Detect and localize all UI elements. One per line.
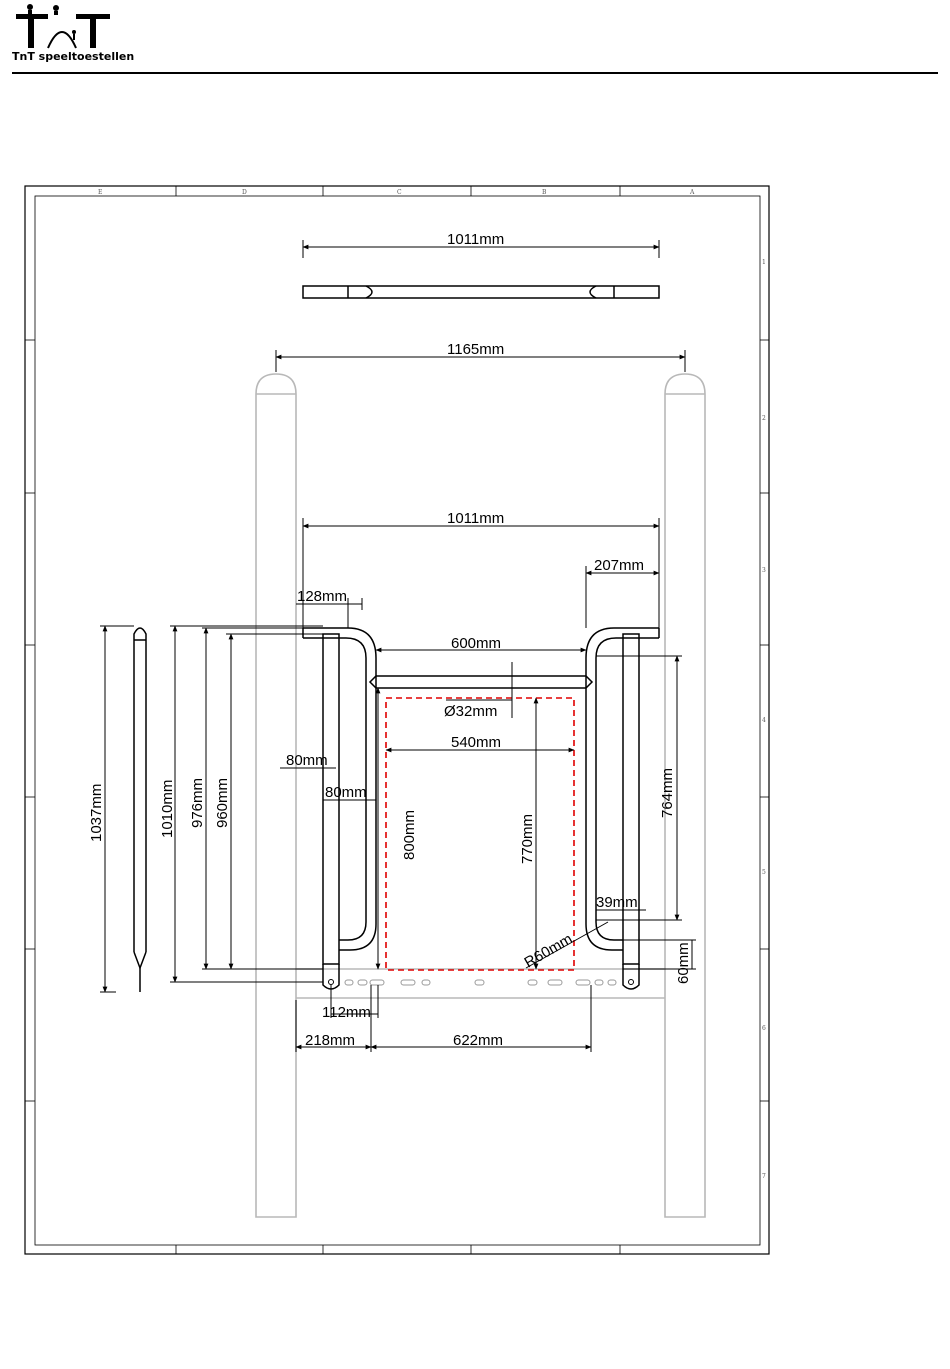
dim-right-offset: 207mm bbox=[594, 557, 644, 574]
frame-col-a: A bbox=[689, 189, 695, 196]
frame-row-4: 4 bbox=[762, 717, 766, 724]
dim-bottom-218: 218mm bbox=[305, 1032, 355, 1049]
frame-row-2: 2 bbox=[762, 415, 766, 422]
dim-height-1010: 1010mm bbox=[159, 780, 176, 838]
frame-col-e: E bbox=[98, 189, 102, 196]
dimension-lines bbox=[100, 240, 696, 1052]
left-foot-hole bbox=[329, 980, 334, 985]
dim-frame-width: 1011mm bbox=[447, 510, 504, 527]
right-foot-hole bbox=[629, 980, 634, 985]
frame-col-b: B bbox=[542, 189, 547, 196]
dim-height-976: 976mm bbox=[189, 778, 206, 828]
dim-height-960: 960mm bbox=[214, 778, 231, 828]
dim-inner-height: 800mm bbox=[401, 810, 418, 860]
frame-row-5: 5 bbox=[762, 869, 766, 876]
dim-dashed-height: 770mm bbox=[519, 814, 536, 864]
dim-right-39: 39mm bbox=[596, 894, 638, 911]
inner-frame bbox=[35, 196, 760, 1245]
dim-radius: R60mm bbox=[522, 930, 576, 971]
dim-right-height: 764mm bbox=[659, 768, 676, 818]
dim-left-80b: 80mm bbox=[325, 784, 367, 801]
side-view-tube bbox=[134, 628, 146, 992]
dim-post-span: 1165mm bbox=[447, 341, 504, 358]
bottom-slots bbox=[345, 980, 616, 985]
frame-row-6: 6 bbox=[762, 1025, 766, 1032]
frame-row-7: 7 bbox=[762, 1173, 766, 1180]
top-bar-part bbox=[303, 286, 659, 298]
dim-left-offset: 128mm bbox=[297, 588, 347, 605]
frame-row-3: 3 bbox=[762, 567, 766, 574]
dim-bottom-622: 622mm bbox=[453, 1032, 503, 1049]
frame-col-c: C bbox=[397, 189, 402, 196]
dim-bottom-112: 112mm bbox=[322, 1004, 371, 1021]
outer-frame bbox=[25, 186, 769, 1254]
dim-top-bar-width: 1011mm bbox=[447, 231, 504, 248]
dim-total-height: 1037mm bbox=[88, 784, 105, 842]
dim-inner-width: 600mm bbox=[451, 635, 501, 652]
frame-ticks bbox=[25, 186, 769, 1254]
frame-col-d: D bbox=[242, 189, 247, 196]
dim-right-60: 60mm bbox=[675, 942, 692, 984]
dim-tube-diameter: Ø32mm bbox=[444, 703, 497, 720]
frame-row-1: 1 bbox=[762, 259, 766, 266]
dim-left-80a: 80mm bbox=[286, 752, 328, 769]
frame-tube bbox=[303, 628, 659, 989]
dim-dashed-width: 540mm bbox=[451, 734, 501, 751]
